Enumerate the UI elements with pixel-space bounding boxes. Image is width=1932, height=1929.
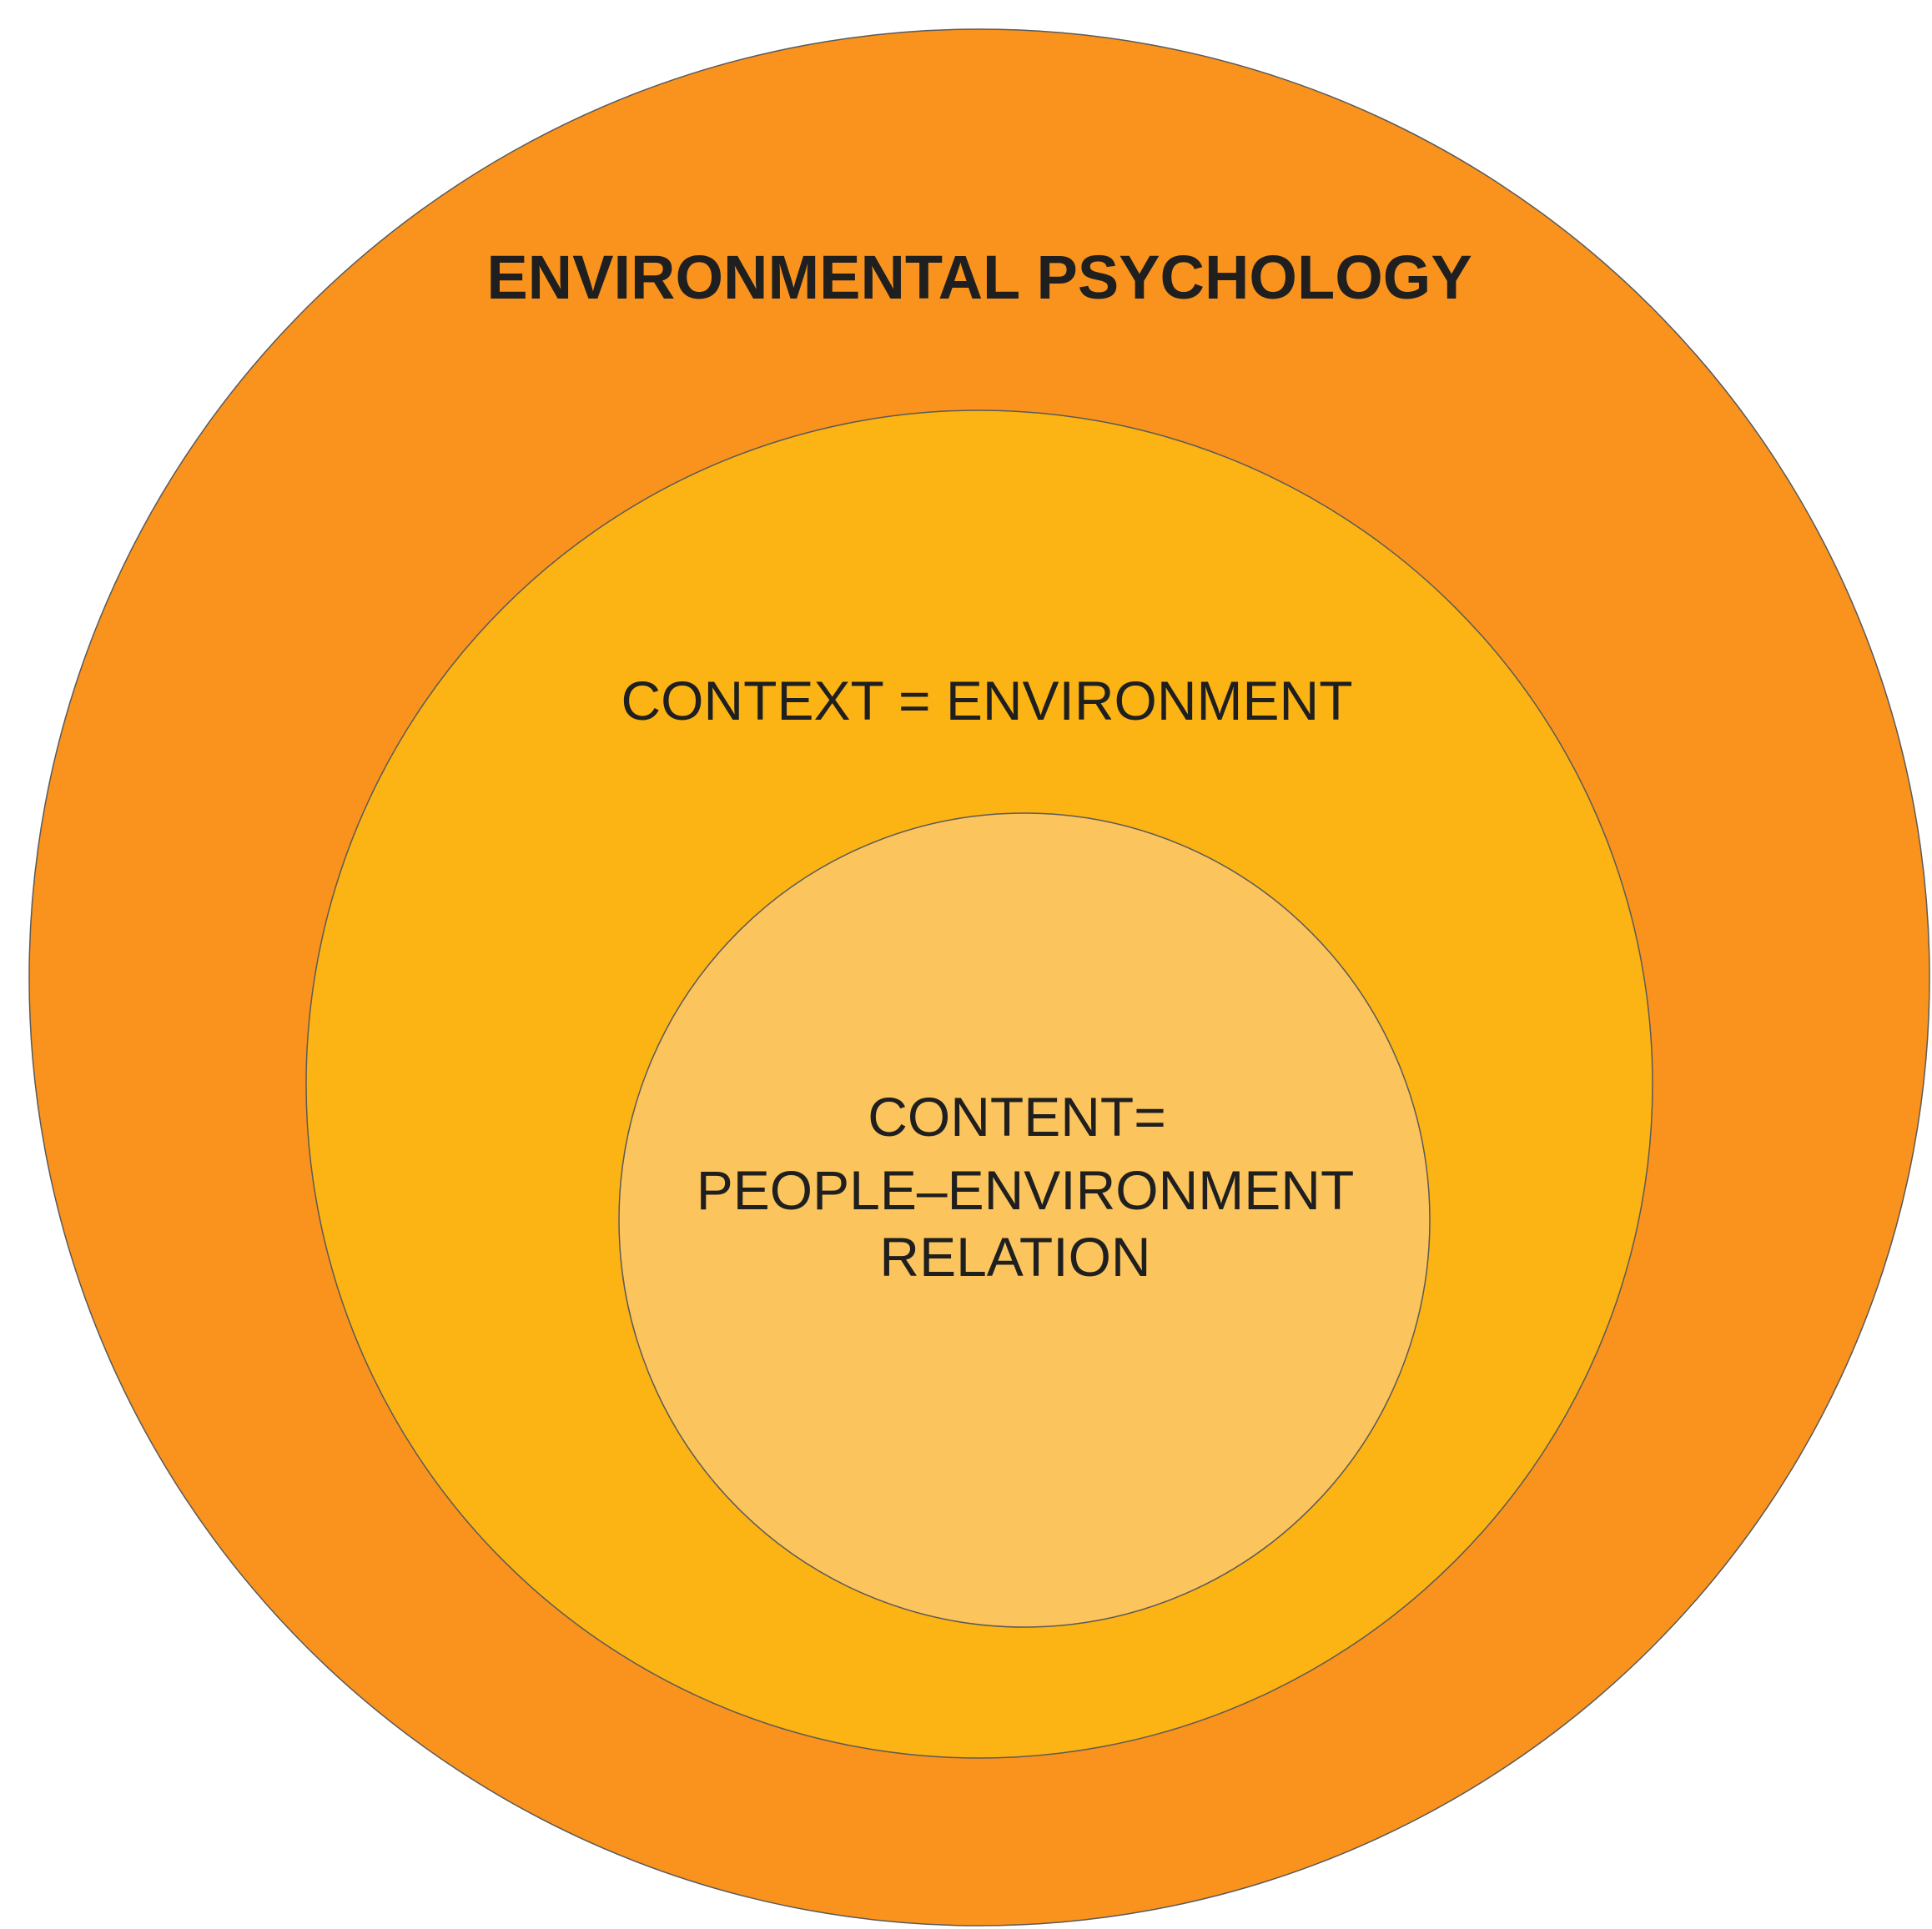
middle-circle-label: CONTEXT = ENVIRONMENT bbox=[621, 670, 1352, 731]
inner-circle-label-line-2: PEOPLE–ENVIRONMENT bbox=[697, 1159, 1355, 1221]
inner-circle-label-line-3: RELATION bbox=[879, 1226, 1150, 1288]
inner-circle-content bbox=[618, 812, 1431, 1628]
outer-circle-title: ENVIRONMENTAL PSYCHOLOGY bbox=[486, 243, 1472, 312]
inner-circle-label-line-1: CONTENT= bbox=[868, 1086, 1166, 1148]
